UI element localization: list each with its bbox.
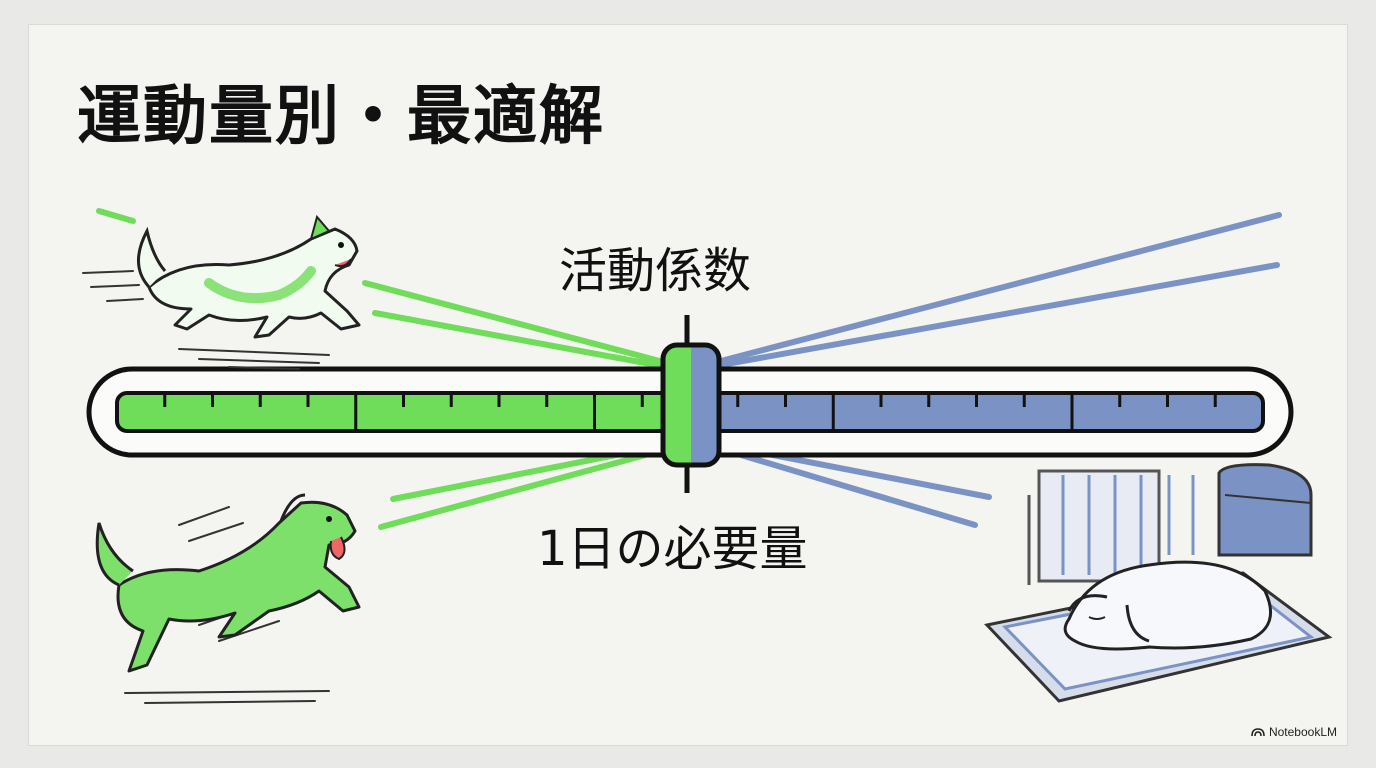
blue-rays <box>718 212 1282 528</box>
page-title: 運動量別・最適解 <box>77 80 605 154</box>
sleeping-dog-icon <box>984 463 1333 703</box>
running-dog-icon <box>82 214 361 370</box>
notebooklm-logo-icon <box>1251 728 1265 737</box>
notebooklm-branding: NotebookLM <box>1251 725 1337 739</box>
brand-name: NotebookLM <box>1268 725 1337 739</box>
daily-requirement-label: 1日の必要量 <box>537 521 808 577</box>
slider-ticks <box>163 393 1217 431</box>
slide: 運動量別・最適解 活動係数 1日の必要量 NotebookLM <box>28 24 1348 746</box>
activity-coefficient-label: 活動係数 <box>559 243 752 299</box>
slider-diagram <box>82 208 1333 704</box>
leaping-dog-icon <box>95 493 361 704</box>
slider-knob[interactable] <box>660 342 722 468</box>
